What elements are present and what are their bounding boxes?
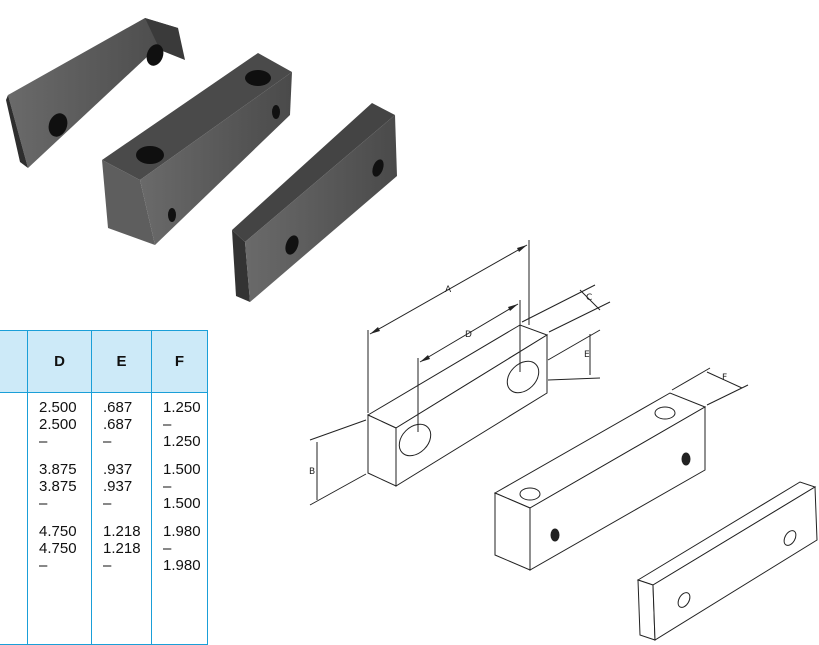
drawing-block-3 xyxy=(636,481,818,641)
jaw-block-left-photo xyxy=(6,18,185,168)
dimension-table: C D E F 560560– 750750– 125125– 2.5002.5… xyxy=(0,330,208,645)
dimension-label-e: E xyxy=(584,350,590,360)
vise-jaws-photo xyxy=(6,18,397,302)
dimension-label-b: B xyxy=(309,467,315,477)
drawing-block-2 xyxy=(493,392,707,571)
table-header-row: C D E F xyxy=(0,330,208,393)
column-header-c: C xyxy=(0,330,28,393)
drawing-block-1 xyxy=(366,324,549,487)
column-c-values: 560560– 750750– 125125– xyxy=(0,392,28,645)
dimension-e: E xyxy=(547,329,601,381)
jaw-block-middle-photo xyxy=(102,53,292,245)
dimension-c: C xyxy=(521,284,611,333)
dimension-label-c: C xyxy=(586,293,592,303)
dimension-label-a: A xyxy=(445,285,452,295)
column-header-f: F xyxy=(151,330,208,393)
column-header-d: D xyxy=(27,330,92,393)
dimension-label-d: D xyxy=(465,330,472,340)
column-header-e: E xyxy=(91,330,152,393)
vise-jaw-line-drawing: A D C E B xyxy=(309,240,818,641)
dimension-label-f: F xyxy=(722,373,727,383)
dimension-b: B xyxy=(309,419,367,506)
dimension-d: D xyxy=(417,300,521,432)
jaw-block-right-photo xyxy=(232,103,397,302)
dimension-f: F xyxy=(671,367,749,406)
dimension-a: A xyxy=(367,240,530,413)
column-f-values: 1.250–1.250 1.500–1.500 1.980–1.980 xyxy=(151,392,208,645)
